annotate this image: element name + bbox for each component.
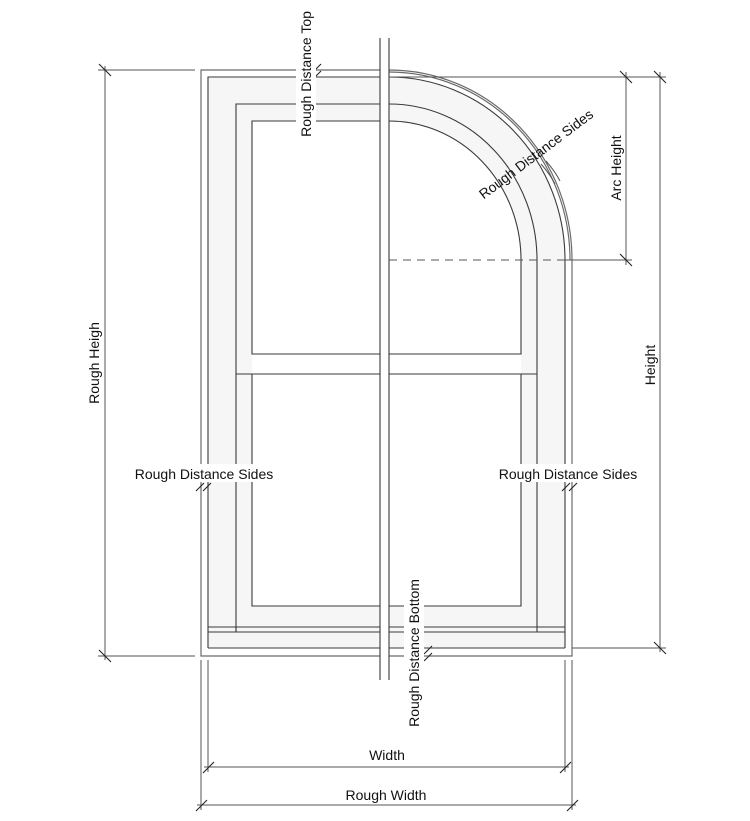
rough-distance-sides-right-label: Rough Distance Sides — [499, 466, 638, 482]
width-dimension: Width — [202, 660, 572, 774]
height-label: Height — [642, 345, 658, 386]
rough-distance-bottom-dimension: Rough Distance Bottom — [404, 574, 433, 732]
frame-outer — [207, 76, 566, 648]
rough-width-dimension: Rough Width — [195, 660, 579, 812]
rough-distance-sides-right-dimension: Rough Distance Sides — [494, 464, 642, 492]
upper-glass — [251, 120, 522, 355]
rough-distance-bottom-label: Rough Distance Bottom — [406, 579, 422, 727]
rough-width-label: Rough Width — [346, 787, 427, 803]
height-dimension: Height — [572, 70, 667, 655]
rough-height-dimension: Rough Heigh — [86, 63, 195, 663]
rough-distance-sides-left-dimension: Rough Distance Sides — [130, 464, 278, 492]
width-label: Width — [369, 747, 405, 763]
rough-distance-sides-left-label: Rough Distance Sides — [135, 466, 274, 482]
center-mullion — [379, 38, 390, 680]
arc-height-label: Arc Height — [608, 135, 624, 200]
arc-height-dimension: Arc Height — [389, 70, 633, 267]
rough-distance-top-dimension: Rough Distance Top — [296, 6, 322, 140]
sash-outer — [235, 103, 538, 632]
rough-distance-top-label: Rough Distance Top — [298, 11, 314, 137]
rough-height-label: Rough Heigh — [86, 322, 102, 404]
rough-opening-outline — [200, 69, 573, 657]
